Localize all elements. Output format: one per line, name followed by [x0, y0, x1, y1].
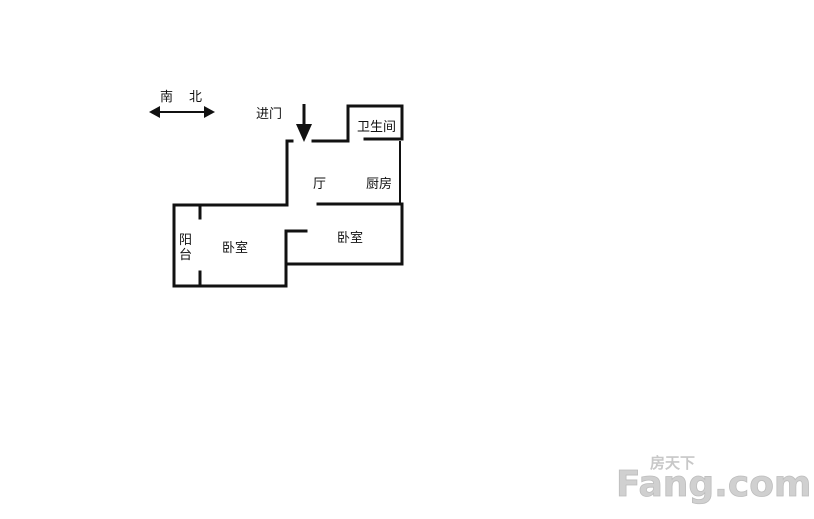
entrance-arrow-down-icon: [296, 124, 312, 142]
living-room-label: 厅: [313, 177, 326, 192]
watermark-top-text: 房天下: [650, 454, 695, 472]
left-bedroom-label: 卧室: [222, 240, 248, 256]
bathroom-label: 卫生间: [357, 120, 396, 135]
compass: 南 北: [149, 89, 215, 118]
room-labels: 卫生间 厅 厨房 卧室 卧室 阳 台: [179, 120, 396, 263]
balcony-label-bottom: 台: [179, 248, 192, 263]
watermark-logo: 房天下 Fang.com: [616, 454, 812, 505]
watermark-main-text: Fang.com: [616, 464, 811, 505]
compass-arrow-right-icon: [204, 106, 215, 118]
balcony-label-top: 阳: [179, 233, 192, 248]
compass-arrow-left-icon: [149, 106, 160, 118]
compass-north-label: 北: [189, 90, 202, 105]
kitchen-label: 厨房: [366, 176, 392, 192]
compass-south-label: 南: [160, 89, 173, 105]
walls: [172, 104, 404, 288]
entrance-label: 进门: [256, 107, 282, 122]
entrance: 进门: [256, 104, 312, 142]
right-bedroom-label: 卧室: [337, 230, 363, 246]
bathroom-wall: [346, 104, 404, 141]
